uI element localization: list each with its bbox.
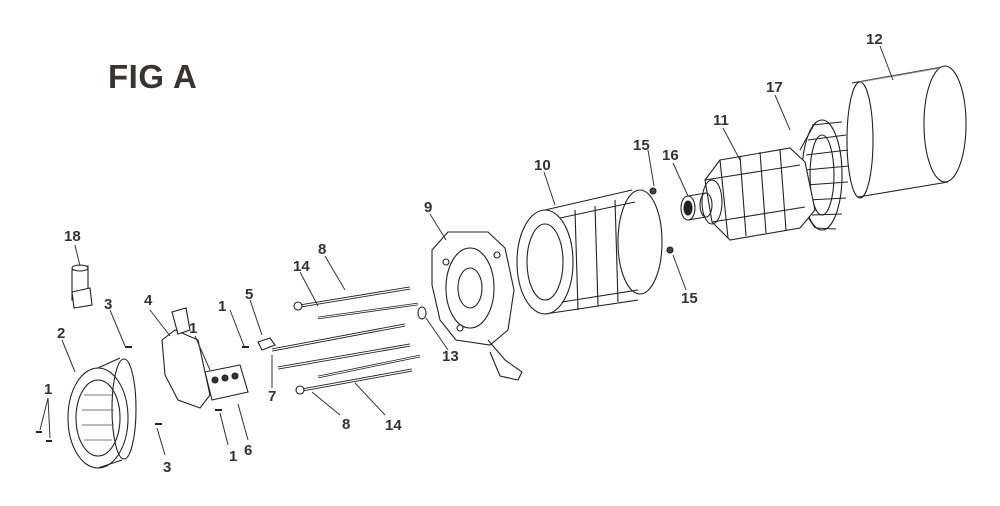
part-6-terminal-block xyxy=(204,364,249,401)
callout-9: 9 xyxy=(424,199,432,216)
part-12-cover xyxy=(846,65,967,199)
callout-8-top: 8 xyxy=(318,241,326,258)
callout-6: 6 xyxy=(244,442,252,459)
callout-18: 18 xyxy=(64,228,81,245)
callout-13: 13 xyxy=(442,348,459,365)
callout-14-top: 14 xyxy=(293,258,310,275)
callout-7: 7 xyxy=(268,388,276,405)
callout-10: 10 xyxy=(534,157,551,174)
part-9-end-bracket xyxy=(431,231,523,381)
callout-1-center: 1 xyxy=(218,298,226,315)
part-8-bolts xyxy=(293,286,413,395)
figure-title: FIG A xyxy=(108,58,198,95)
part-16-bearing xyxy=(680,192,713,221)
part-13-washer xyxy=(417,306,427,320)
callout-14-bottom: 14 xyxy=(385,417,402,434)
callout-1-plate: 1 xyxy=(189,320,197,337)
callout-17: 17 xyxy=(766,79,783,96)
callout-15-bottom: 15 xyxy=(681,290,698,307)
part-11-rotor xyxy=(701,147,816,241)
part-18-capacitor xyxy=(71,264,93,309)
callout-15-top: 15 xyxy=(633,137,650,154)
callout-12: 12 xyxy=(866,31,883,48)
callout-8-bottom: 8 xyxy=(342,416,350,433)
callout-4: 4 xyxy=(144,292,153,309)
callout-5: 5 xyxy=(245,286,253,303)
callout-3-top: 3 xyxy=(104,296,112,313)
part-4-plate xyxy=(161,307,211,409)
part-2-end-cover xyxy=(67,357,137,469)
part-10-stator xyxy=(516,189,663,315)
callout-2: 2 xyxy=(57,325,65,342)
callout-11: 11 xyxy=(713,112,729,129)
callout-3-bottom: 3 xyxy=(163,459,171,476)
leader-lines xyxy=(39,45,894,456)
callout-1-bottom: 1 xyxy=(229,448,237,465)
part-1-3-screws xyxy=(36,346,249,442)
part-15-screws xyxy=(649,187,674,254)
callout-labels: 12 17 11 15 16 10 9 15 13 8 14 5 1 4 3 1… xyxy=(44,31,883,476)
callout-1-left: 1 xyxy=(44,381,52,398)
part-14-rods xyxy=(317,302,421,379)
callout-16: 16 xyxy=(662,147,679,164)
part-7-pins xyxy=(271,323,411,370)
part-5-clip xyxy=(257,337,276,351)
